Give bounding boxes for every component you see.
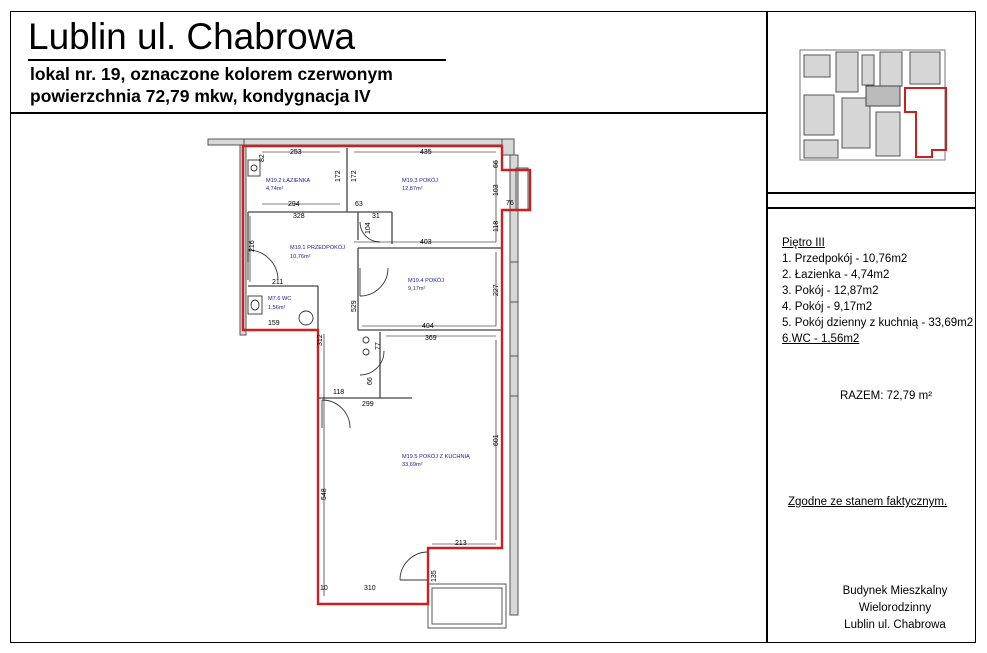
dimension-label: 403 [420, 239, 432, 246]
divider-header [10, 112, 767, 114]
dimension-label: 227 [493, 284, 500, 296]
unit-outline [241, 144, 532, 606]
dimension-label: 548 [321, 488, 328, 500]
legend-heading: Piętro III [782, 237, 825, 249]
room-name: ŁAZIENKA [283, 178, 310, 184]
dimension-label: 10 [320, 585, 328, 592]
legend-item: 1. Przedpokój - 10,76m2 [782, 253, 908, 265]
dimension-label: 310 [364, 585, 376, 592]
room-area: 9,17m² [408, 286, 426, 292]
dimension-label: 76 [506, 200, 514, 207]
interior-walls [247, 148, 502, 399]
dimension-label: 328 [293, 213, 305, 220]
dimension-label: 294 [288, 201, 300, 208]
dimension-label: 312 [317, 334, 324, 346]
dimension-label: 216 [249, 240, 256, 252]
room-name: POKÓJ [419, 177, 438, 184]
legend-item: 2. Łazienka - 4,74m2 [782, 269, 890, 281]
dimension-label: 66 [367, 377, 374, 385]
room-label-room3: M19.3 POKÓJ 12,87m² [402, 177, 438, 192]
room-label-wc: M7.6 WC 1,56m² [268, 296, 291, 311]
legend-item: 5. Pokój dzienny z kuchnią - 33,69m2 [782, 317, 974, 329]
room-area: 1,56m² [268, 305, 286, 311]
building-line: Lublin ul. Chabrowa [844, 619, 946, 631]
dimension-label: 159 [268, 320, 280, 327]
sink-icon [298, 310, 314, 326]
room-code: M19.2 [266, 178, 282, 184]
svg-text:M19.5 POKÓJ Z KUCHNIĄ: M19.5 POKÓJ Z KUCHNIĄ [402, 453, 470, 460]
doors [247, 221, 429, 581]
fixtures [247, 159, 370, 356]
conformity-note: Zgodne ze stanem faktycznym. [788, 496, 948, 508]
dimension-label: 172 [351, 170, 358, 182]
room-label-bathroom: M19.2 ŁAZIENKA 4,74m² [266, 178, 310, 192]
building-info: Budynek Mieszkalny Wielorodzinny Lublin … [820, 583, 970, 634]
building-line: Wielorodzinny [858, 602, 932, 614]
dimension-label: 104 [365, 222, 372, 234]
svg-text:M19.1 PRZEDPOKÓJ: M19.1 PRZEDPOKÓJ [290, 244, 345, 251]
room-code: M19.1 [290, 245, 306, 251]
svg-text:M19.2 ŁAZIENKA: M19.2 ŁAZIENKA [266, 178, 310, 184]
unit-area-floor: powierzchnia 72,79 mkw, kondygnacja IV [30, 86, 371, 106]
dimension-label: 66 [493, 160, 500, 168]
room-area: 4,74m² [266, 186, 284, 192]
dimension-label: 172 [335, 170, 342, 182]
dimension-label: 404 [422, 323, 434, 330]
dimension-label: 211 [272, 279, 283, 286]
room-label-hall: M19.1 PRZEDPOKÓJ 10,76m² [290, 244, 345, 260]
title-underline [28, 59, 446, 61]
svg-text:M19.4 POKÓJ: M19.4 POKÓJ [408, 277, 444, 284]
dimension-label: 82 [259, 154, 266, 162]
divider-legend [766, 207, 976, 209]
area-legend: Piętro III 1. Przedpokój - 10,76m2 2. Ła… [782, 235, 973, 347]
room-name: PRZEDPOKÓJ [307, 244, 345, 251]
room-label-living-kitchen: M19.5 POKÓJ Z KUCHNIĄ 33,69m² [402, 453, 470, 468]
dimension-label: 253 [290, 149, 302, 156]
svg-text:M19.3 POKÓJ: M19.3 POKÓJ [402, 177, 438, 184]
legend-item: 6.WC - 1,56m2 [782, 333, 860, 345]
key-plan [799, 49, 947, 161]
room-code: M19.3 [402, 178, 418, 184]
divider-keyplan [766, 192, 976, 194]
room-area: 33,69m² [402, 462, 423, 468]
room-code: M19.4 [408, 278, 424, 284]
dimension-label: 77 [375, 342, 382, 350]
dimension-label: 601 [493, 434, 500, 446]
balcony [427, 167, 529, 629]
room-name: WC [282, 296, 291, 302]
svg-text:M7.6 WC: M7.6 WC [268, 296, 291, 302]
existing-walls [207, 138, 519, 616]
dimension-label: 213 [455, 540, 467, 547]
dimension-label: 118 [333, 389, 344, 396]
room-area: 12,87m² [402, 186, 423, 192]
divider-vertical [766, 11, 768, 643]
room-code: M7.6 [268, 296, 280, 302]
dimension-label: 118 [493, 221, 500, 232]
dimension-label: 31 [372, 213, 380, 220]
toilet-icon [247, 295, 263, 315]
dimension-label: 103 [493, 184, 500, 196]
room-label-room4: M19.4 POKÓJ 9,17m² [408, 277, 444, 292]
dimension-label: 135 [431, 570, 438, 582]
dimension-label: 435 [420, 149, 432, 156]
total-area: RAZEM: 72,79 m² [840, 390, 933, 402]
dimension-label: 369 [425, 335, 437, 342]
room-name: POKÓJ [425, 277, 444, 284]
room-code: M19.5 [402, 454, 418, 460]
dimension-label: 529 [351, 300, 358, 312]
dimension-lines [249, 151, 497, 596]
room-area: 10,76m² [290, 254, 311, 260]
dimension-label: 63 [355, 201, 363, 208]
washbasin-icon [247, 159, 261, 177]
room-name: POKÓJ Z KUCHNIĄ [419, 453, 470, 460]
sheet-frame [10, 11, 976, 643]
unit-description: lokal nr. 19, oznaczone kolorem czerwony… [30, 64, 393, 84]
building-line: Budynek Mieszkalny [842, 585, 948, 597]
dimension-label: 299 [362, 401, 374, 408]
legend-item: 3. Pokój - 12,87m2 [782, 285, 879, 297]
legend-item: 4. Pokój - 9,17m2 [782, 301, 873, 313]
page-title: Lublin ul. Chabrowa [28, 16, 356, 57]
